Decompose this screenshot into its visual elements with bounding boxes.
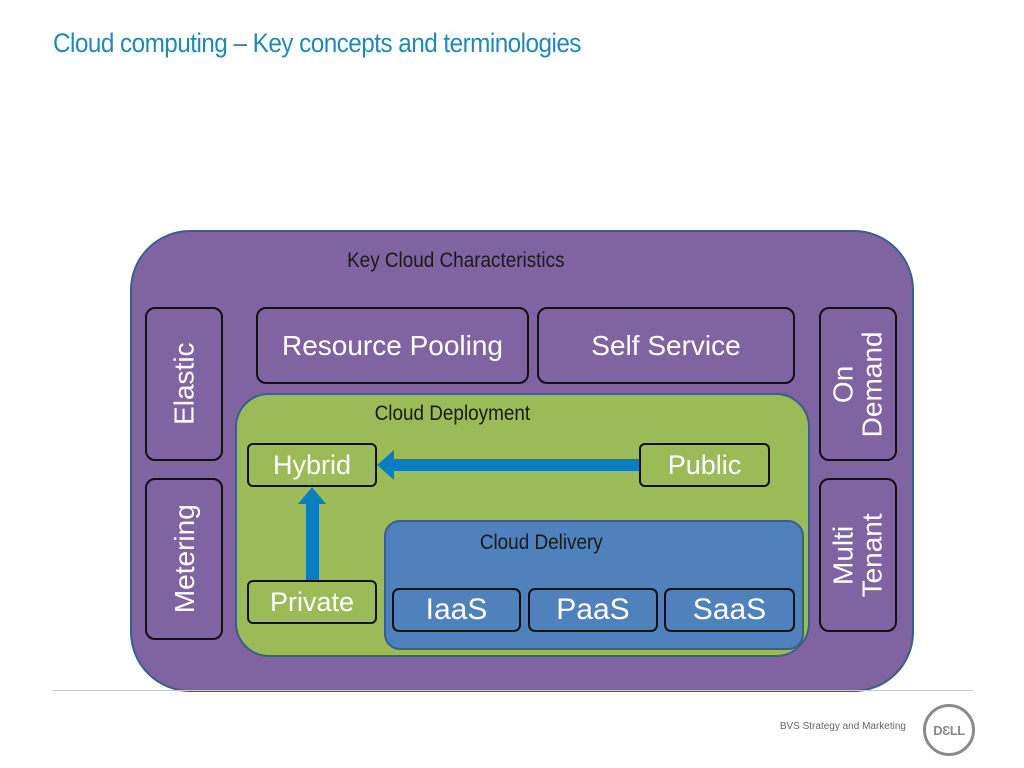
characteristics-heading: Key Cloud Characteristics <box>347 249 565 272</box>
elastic-box: Elastic <box>145 307 223 461</box>
metering-box: Metering <box>145 478 223 640</box>
delivery-heading: Cloud Delivery <box>479 531 603 554</box>
paas-box: PaaS <box>528 588 658 632</box>
public-label: Public <box>667 449 742 480</box>
private-box: Private <box>247 580 377 624</box>
iaas-box: IaaS <box>392 588 521 632</box>
dell-logo-icon: DƐLL <box>923 704 975 756</box>
deployment-heading: Cloud Deployment <box>374 402 531 425</box>
hybrid-label: Hybrid <box>272 449 352 480</box>
resource-pooling-label: Resource Pooling <box>281 329 504 361</box>
dell-logo-text: DƐLL <box>933 722 965 738</box>
resource-pooling-box: Resource Pooling <box>256 307 529 384</box>
self-service-label: Self Service <box>591 329 741 361</box>
slide-title: Cloud computing – Key concepts and termi… <box>53 28 581 58</box>
self-service-box: Self Service <box>537 307 795 384</box>
hybrid-box: Hybrid <box>247 443 377 487</box>
footer-text: BVS Strategy and Marketing <box>779 721 906 732</box>
public-box: Public <box>639 443 770 487</box>
footer-divider <box>52 690 973 691</box>
multi-tenant-box: Multi Tenant <box>819 478 897 632</box>
saas-label: SaaS <box>692 593 767 626</box>
public-to-hybrid-arrow <box>377 450 640 480</box>
paas-label: PaaS <box>556 593 630 626</box>
saas-box: SaaS <box>664 588 795 632</box>
private-to-hybrid-arrow <box>298 487 326 581</box>
iaas-label: IaaS <box>425 593 488 626</box>
on-demand-box: On Demand <box>819 307 897 461</box>
private-label: Private <box>269 586 355 617</box>
